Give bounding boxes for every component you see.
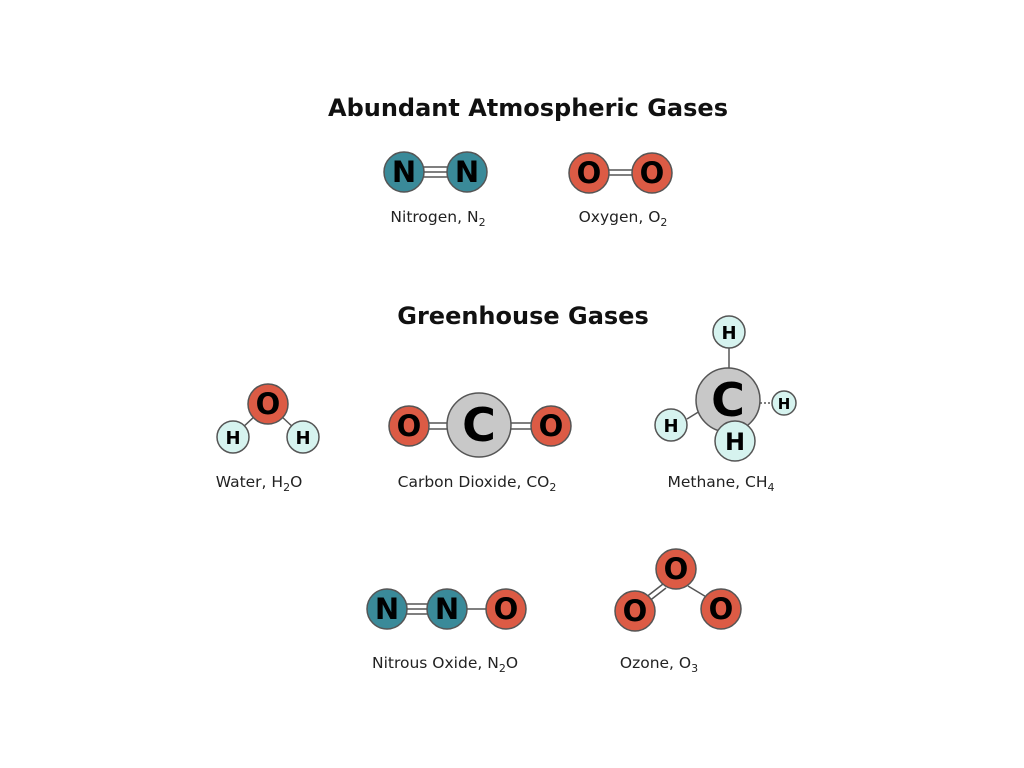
oxygen-atom-label: O [664, 552, 689, 586]
oxygen-atom [631, 152, 673, 194]
greenhouse-gases-heading: Greenhouse Gases [397, 302, 649, 330]
oxygen-molecule: O O [568, 152, 673, 194]
nitrogen-caption: Nitrogen, N2 [390, 208, 485, 229]
oxygen-atom [388, 405, 430, 447]
nitrogen-atom [383, 151, 425, 193]
hydrogen-atom-label: H [663, 416, 678, 437]
hydrogen-atom [771, 390, 797, 416]
nitrogen-atom [366, 588, 408, 630]
nitrous-oxide-molecule: N N O [366, 588, 527, 630]
nitrogen-atom-label: N [455, 155, 479, 189]
hydrogen-atom-label: H [721, 323, 736, 344]
carbon-atom-label: C [462, 398, 496, 452]
ozone-caption: Ozone, O3 [620, 654, 698, 675]
oxygen-atom-label: O [494, 592, 519, 626]
carbon-dioxide-caption: Carbon Dioxide, CO2 [398, 473, 557, 494]
hydrogen-atom-label: H [295, 428, 310, 449]
oxygen-atom-label: O [397, 409, 422, 443]
nitrogen-atom-label: N [392, 155, 416, 189]
oxygen-atom [700, 588, 742, 630]
oxygen-atom [568, 152, 610, 194]
oxygen-atom [614, 590, 656, 632]
hydrogen-atom [714, 420, 756, 462]
hydrogen-atom [286, 420, 320, 454]
nitrogen-molecule: N N [383, 151, 488, 193]
oxygen-atom-label: O [577, 156, 602, 190]
oxygen-atom-label: O [623, 594, 648, 628]
abundant-gases-heading: Abundant Atmospheric Gases [328, 94, 728, 122]
oxygen-caption: Oxygen, O2 [579, 208, 668, 229]
single-bond-line [687, 585, 709, 599]
oxygen-atom [247, 383, 289, 425]
hydrogen-atom [712, 315, 746, 349]
methane-molecule: H H C H H [654, 315, 797, 462]
oxygen-atom [485, 588, 527, 630]
nitrogen-atom-label: N [435, 592, 459, 626]
oxygen-atom [655, 548, 697, 590]
oxygen-atom [530, 405, 572, 447]
hydrogen-atom-label: H [725, 428, 745, 456]
water-caption: Water, H2O [216, 473, 303, 494]
water-molecule: O H H [216, 383, 320, 454]
hydrogen-atom [216, 420, 250, 454]
hydrogen-atom [654, 408, 688, 442]
nitrogen-atom [426, 588, 468, 630]
hydrogen-atom-label: H [778, 395, 791, 413]
carbon-atom [446, 392, 512, 458]
carbon-atom-label: C [711, 373, 745, 427]
ozone-molecule: O O O [614, 548, 742, 632]
methane-caption: Methane, CH4 [667, 473, 774, 494]
carbon-dioxide-molecule: O C O [388, 392, 572, 458]
oxygen-atom-label: O [539, 409, 564, 443]
nitrous-oxide-caption: Nitrous Oxide, N2O [372, 654, 518, 675]
nitrogen-atom-label: N [375, 592, 399, 626]
oxygen-atom-label: O [256, 387, 281, 421]
nitrogen-atom [446, 151, 488, 193]
oxygen-atom-label: O [640, 156, 665, 190]
hydrogen-atom-label: H [225, 428, 240, 449]
oxygen-atom-label: O [709, 592, 734, 626]
